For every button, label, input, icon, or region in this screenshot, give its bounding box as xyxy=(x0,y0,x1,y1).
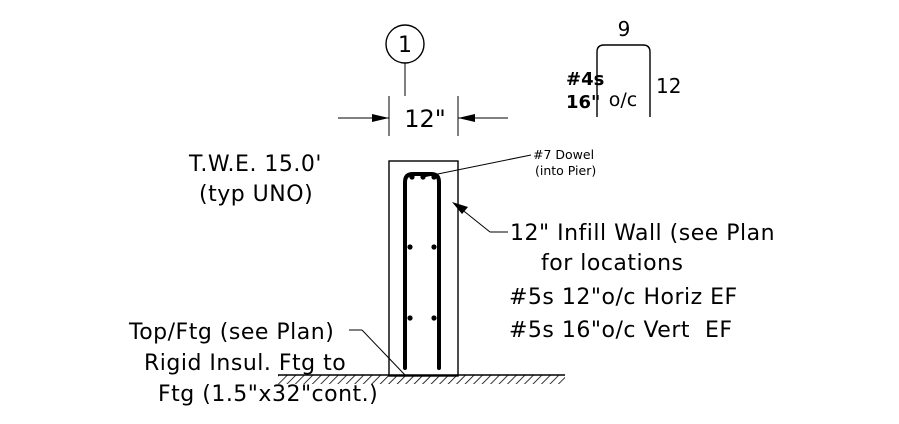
twe-line1: T.W.E. 15.0' xyxy=(188,152,322,177)
dowel-callout: #7 Dowel (into Pier) xyxy=(422,147,596,178)
infill-line4: #5s 16"o/c Vert EF xyxy=(509,318,733,343)
twe-line2: (typ UNO) xyxy=(199,182,313,207)
section-marker: 1 xyxy=(385,24,425,96)
bar-inside-label: o/c xyxy=(609,89,637,111)
wall-width-dimension: 12" xyxy=(338,96,508,136)
wall-width-label: 12" xyxy=(404,105,446,133)
footing-line2: Rigid Insul. Ftg to xyxy=(144,351,346,376)
bar-bend-detail: #4s 16" 9 12 o/c xyxy=(566,17,681,117)
footing-note: Top/Ftg (see Plan) Rigid Insul. Ftg to F… xyxy=(128,320,406,407)
bar-spacing-label: 16" xyxy=(566,92,600,113)
infill-wall-leader xyxy=(452,202,508,233)
infill-line1: 12" Infill Wall (see Plan xyxy=(510,221,775,246)
wall-reinforcement xyxy=(403,172,441,370)
infill-wall-outline xyxy=(388,160,459,377)
dowel-label-line2: (into Pier) xyxy=(535,163,596,178)
bar-top-dimension: 9 xyxy=(618,17,631,41)
footing-hatch xyxy=(278,375,565,384)
bar-side-dimension: 12 xyxy=(656,74,681,98)
dowel-label-line1: #7 Dowel xyxy=(533,147,594,162)
infill-line2: for locations xyxy=(541,251,684,276)
infill-wall-note: 12" Infill Wall (see Plan for locations … xyxy=(509,221,775,343)
footing-line3: Ftg (1.5"x32"cont.) xyxy=(158,382,378,407)
footing-line1: Top/Ftg (see Plan) xyxy=(128,320,334,345)
infill-line3: #5s 12"o/c Horiz EF xyxy=(509,285,738,310)
section-marker-label: 1 xyxy=(398,33,412,58)
twe-note: T.W.E. 15.0' (typ UNO) xyxy=(188,152,322,207)
bar-size-label: #4s xyxy=(566,69,604,90)
